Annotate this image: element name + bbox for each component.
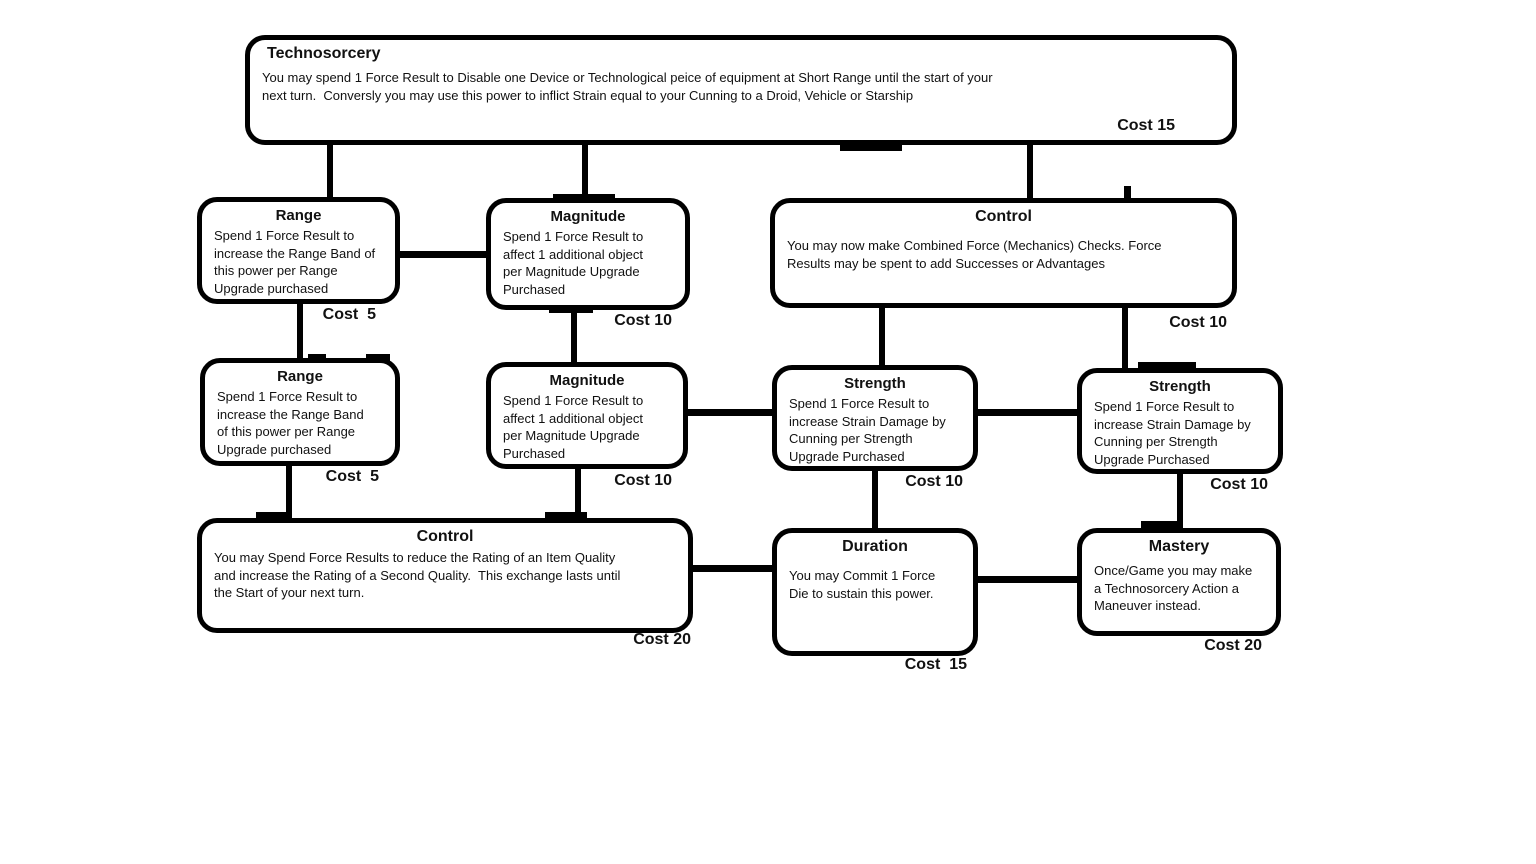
node-magnitude-upgrade-2: Magnitude Spend 1 Force Result to affect… <box>486 362 688 489</box>
line-artifact <box>545 512 587 520</box>
node-cost: Cost 10 <box>614 312 672 329</box>
connector-line <box>879 305 885 367</box>
node-title: Technosorcery <box>267 45 381 62</box>
connector-line <box>690 565 775 572</box>
connector-line <box>327 143 333 199</box>
node-box: Range Spend 1 Force Result to increase t… <box>197 197 400 304</box>
node-body: Spend 1 Force Result to affect 1 additio… <box>503 393 644 461</box>
node-box: Magnitude Spend 1 Force Result to affect… <box>486 198 690 310</box>
connector-line <box>397 251 489 258</box>
node-body: You may Spend Force Results to reduce th… <box>214 550 621 600</box>
connector-line <box>571 307 577 364</box>
node-title: Magnitude <box>550 208 626 225</box>
node-cost: Cost 5 <box>322 306 376 323</box>
node-title: Magnitude <box>549 372 625 389</box>
node-body: Once/Game you may make a Technosorcery A… <box>1094 563 1253 613</box>
node-body: You may spend 1 Force Result to Disable … <box>262 70 993 103</box>
line-artifact <box>1141 521 1179 530</box>
node-title: Range <box>275 207 322 224</box>
node-box: Range Spend 1 Force Result to increase t… <box>200 358 400 466</box>
node-box: Strength Spend 1 Force Result to increas… <box>1077 368 1283 474</box>
connector-line <box>1122 305 1128 370</box>
node-body: Spend 1 Force Result to increase the Ran… <box>217 389 364 457</box>
node-body: Spend 1 Force Result to increase the Ran… <box>214 228 376 296</box>
node-range-upgrade-2: Range Spend 1 Force Result to increase t… <box>200 358 400 485</box>
node-cost: Cost 15 <box>904 656 967 673</box>
line-artifact <box>256 512 290 520</box>
line-artifact <box>1138 362 1196 371</box>
node-title: Range <box>277 368 323 385</box>
node-cost: Cost 20 <box>633 631 691 648</box>
node-cost: Cost 10 <box>614 472 672 489</box>
connector-line <box>872 467 878 530</box>
node-title: Control <box>975 208 1032 225</box>
connector-line <box>685 409 775 416</box>
node-body: Spend 1 Force Result to increase Strain … <box>1094 399 1251 467</box>
node-cost: Cost 20 <box>1204 637 1262 654</box>
connector-line <box>582 143 588 200</box>
node-range-upgrade-1: Range Spend 1 Force Result to increase t… <box>197 197 400 323</box>
node-body: You may Commit 1 Force Die to sustain th… <box>789 568 936 601</box>
node-strength-upgrade-1: Strength Spend 1 Force Result to increas… <box>772 365 978 490</box>
node-cost: Cost 10 <box>1210 476 1268 493</box>
node-title: Strength <box>1149 378 1211 395</box>
node-duration-upgrade: Duration You may Commit 1 Force Die to s… <box>772 528 978 673</box>
node-magnitude-upgrade-1: Magnitude Spend 1 Force Result to affect… <box>486 198 690 329</box>
node-box: Technosorcery You may spend 1 Force Resu… <box>245 35 1237 145</box>
node-title: Control <box>416 528 474 545</box>
node-mastery-upgrade: Mastery Once/Game you may make a Technos… <box>1077 528 1281 654</box>
node-box: Duration You may Commit 1 Force Die to s… <box>772 528 978 656</box>
line-artifact <box>840 141 902 151</box>
connector-line <box>575 465 581 520</box>
node-strength-upgrade-2: Strength Spend 1 Force Result to increas… <box>1077 368 1283 493</box>
node-title: Strength <box>844 375 906 392</box>
connector-line <box>1177 470 1183 530</box>
node-box: Mastery Once/Game you may make a Technos… <box>1077 528 1281 636</box>
connector-line <box>975 409 1080 416</box>
connector-line <box>286 462 292 520</box>
node-cost: Cost 10 <box>1169 314 1227 331</box>
connector-line <box>975 576 1080 583</box>
node-box: Control You may Spend Force Results to r… <box>197 518 693 633</box>
node-control-mechanics: Control You may now make Combined Force … <box>770 198 1237 331</box>
node-box: Strength Spend 1 Force Result to increas… <box>772 365 978 471</box>
node-cost: Cost 15 <box>1117 117 1175 134</box>
node-title: Duration <box>842 538 908 555</box>
node-technosorcery: Technosorcery You may spend 1 Force Resu… <box>245 35 1237 145</box>
connector-line <box>297 300 303 360</box>
node-cost: Cost 10 <box>905 473 963 490</box>
node-body: You may now make Combined Force (Mechani… <box>787 238 1162 271</box>
node-box: Magnitude Spend 1 Force Result to affect… <box>486 362 688 469</box>
node-body: Spend 1 Force Result to increase Strain … <box>789 396 946 464</box>
node-box: Control You may now make Combined Force … <box>770 198 1237 308</box>
node-title: Mastery <box>1148 538 1210 555</box>
node-control-item-quality: Control You may Spend Force Results to r… <box>197 518 693 648</box>
line-artifact <box>1124 186 1131 200</box>
node-body: Spend 1 Force Result to affect 1 additio… <box>503 229 644 297</box>
connector-line <box>1027 143 1033 200</box>
node-cost: Cost 5 <box>325 468 379 485</box>
